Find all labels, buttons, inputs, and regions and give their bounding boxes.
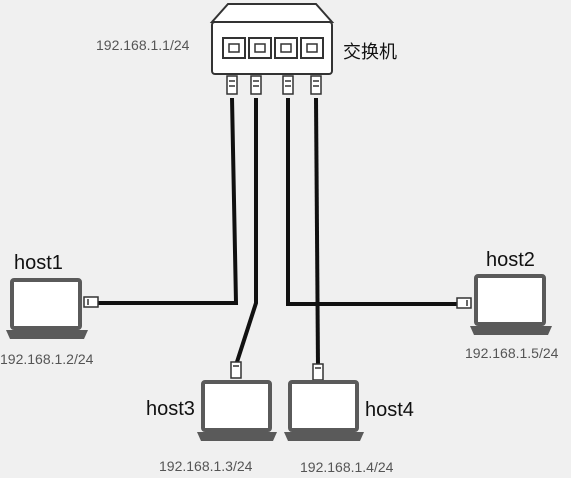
host3-laptop-icon xyxy=(197,380,277,441)
ethernet-plug-icon xyxy=(312,363,324,381)
cable-host4 xyxy=(314,97,320,368)
ethernet-plug-icon xyxy=(456,297,472,309)
cable-host1 xyxy=(95,97,239,305)
host3-ip-label: 192.168.1.3/24 xyxy=(159,458,253,474)
host1-ip-label: 192.168.1.2/24 xyxy=(0,351,94,367)
host1-laptop-icon xyxy=(6,278,88,339)
cable-host3 xyxy=(234,98,258,366)
ethernet-plug-icon xyxy=(226,75,238,95)
ethernet-plug-icon xyxy=(310,75,322,95)
ethernet-plug-icon xyxy=(250,75,262,95)
host2-ip-label: 192.168.1.5/24 xyxy=(465,345,559,361)
connectors xyxy=(83,75,472,381)
ethernet-plug-icon xyxy=(83,296,99,308)
switch-name-label: 交换机 xyxy=(343,42,397,63)
cable-host2 xyxy=(286,98,460,306)
ethernet-plug-icon xyxy=(282,75,294,95)
host2-laptop-icon xyxy=(470,274,552,335)
host3-name-label: host3 xyxy=(146,398,195,420)
host1-name-label: host1 xyxy=(14,252,63,274)
switch-ip-label: 192.168.1.1/24 xyxy=(96,37,190,53)
host4-name-label: host4 xyxy=(365,399,414,421)
switch-ports xyxy=(222,37,324,59)
network-switch-icon xyxy=(209,3,335,75)
host2-name-label: host2 xyxy=(486,249,535,271)
host4-ip-label: 192.168.1.4/24 xyxy=(300,459,394,475)
host4-laptop-icon xyxy=(284,380,364,441)
ethernet-plug-icon xyxy=(230,361,242,379)
cables xyxy=(95,97,460,368)
